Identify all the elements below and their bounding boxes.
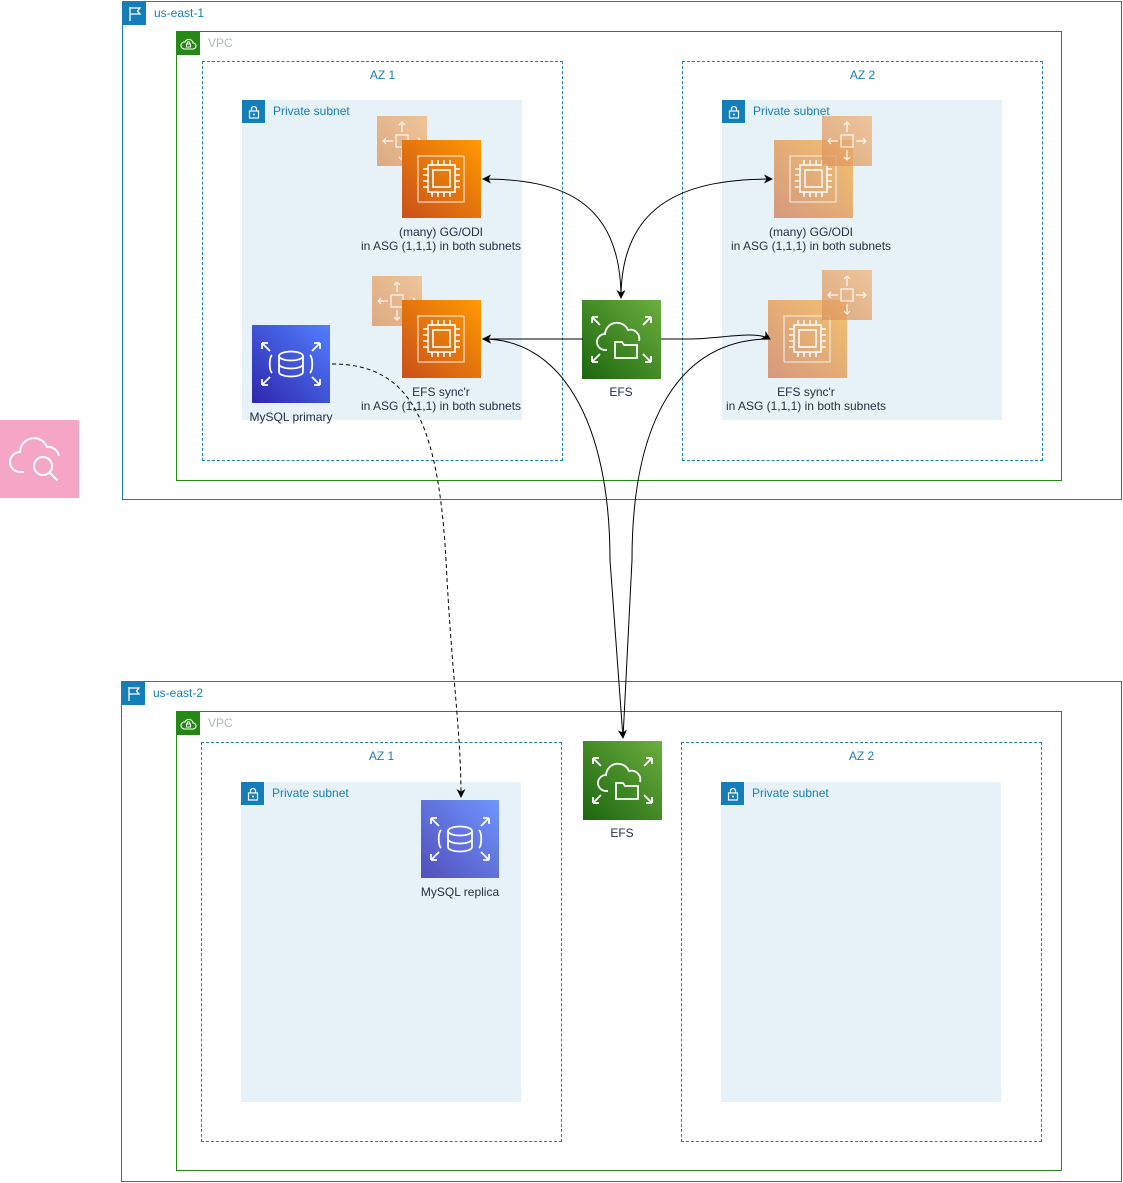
caption-line-1: EFS sync'r: [412, 385, 470, 399]
subnet-label: Private subnet: [273, 104, 350, 118]
region-flag-icon: [122, 682, 145, 705]
vpc-cloud-lock-icon: [177, 712, 200, 735]
subnet-label: Private subnet: [272, 786, 349, 800]
region-label: us-east-2: [153, 686, 204, 700]
ec2-chip-icon[interactable]: [402, 300, 481, 378]
caption-line-2: in ASG (1,1,1) in both subnets: [360, 399, 522, 413]
ec2-caption: EFS sync'r in ASG (1,1,1) in both subnet…: [705, 385, 907, 413]
caption-line-1: (many) GG/ODI: [398, 225, 483, 239]
ec2-chip-icon[interactable]: [402, 140, 481, 218]
db-caption: MySQL primary: [249, 410, 333, 424]
az-label: AZ 1: [368, 749, 395, 763]
db-caption: MySQL replica: [420, 885, 500, 899]
auto-scaling-icon: [822, 116, 872, 166]
region-label: us-east-1: [154, 6, 205, 20]
caption-line-1: EFS sync'r: [777, 385, 835, 399]
az-label: AZ 2: [849, 68, 876, 82]
padlock-icon: [721, 782, 744, 805]
cloud-search-icon[interactable]: [0, 420, 79, 498]
padlock-icon: [722, 100, 745, 123]
caption-line-1: (many) GG/ODI: [768, 225, 853, 239]
subnet-label: Private subnet: [753, 104, 830, 118]
efs-cloud-folder-icon[interactable]: [583, 741, 662, 820]
efs-cloud-folder-icon[interactable]: [582, 300, 661, 379]
vpc-cloud-lock-icon: [177, 32, 200, 55]
caption-line-2: in ASG (1,1,1) in both subnets: [725, 399, 887, 413]
vpc-label: VPC: [208, 36, 233, 50]
ec2-caption: (many) GG/ODI in ASG (1,1,1) in both sub…: [340, 225, 542, 253]
ec2-caption: EFS sync'r in ASG (1,1,1) in both subnet…: [340, 385, 542, 413]
rds-database-icon[interactable]: [252, 325, 330, 403]
caption-line-2: in ASG (1,1,1) in both subnets: [360, 239, 522, 253]
rds-database-icon[interactable]: [421, 800, 499, 878]
region-flag-icon: [123, 2, 146, 25]
az-label: AZ 2: [848, 749, 875, 763]
caption-line-2: in ASG (1,1,1) in both subnets: [730, 239, 892, 253]
auto-scaling-icon: [822, 270, 872, 320]
efs-caption: EFS: [609, 385, 633, 399]
az2-us-east-2[interactable]: AZ 2: [681, 742, 1042, 1142]
padlock-icon: [242, 100, 265, 123]
private-subnet-east2-az2[interactable]: Private subnet: [721, 782, 1001, 1102]
padlock-icon: [241, 782, 264, 805]
subnet-label: Private subnet: [752, 786, 829, 800]
vpc-label: VPC: [208, 716, 233, 730]
efs-caption: EFS: [610, 826, 634, 840]
ec2-caption: (many) GG/ODI in ASG (1,1,1) in both sub…: [710, 225, 912, 253]
az-label: AZ 1: [369, 68, 396, 82]
